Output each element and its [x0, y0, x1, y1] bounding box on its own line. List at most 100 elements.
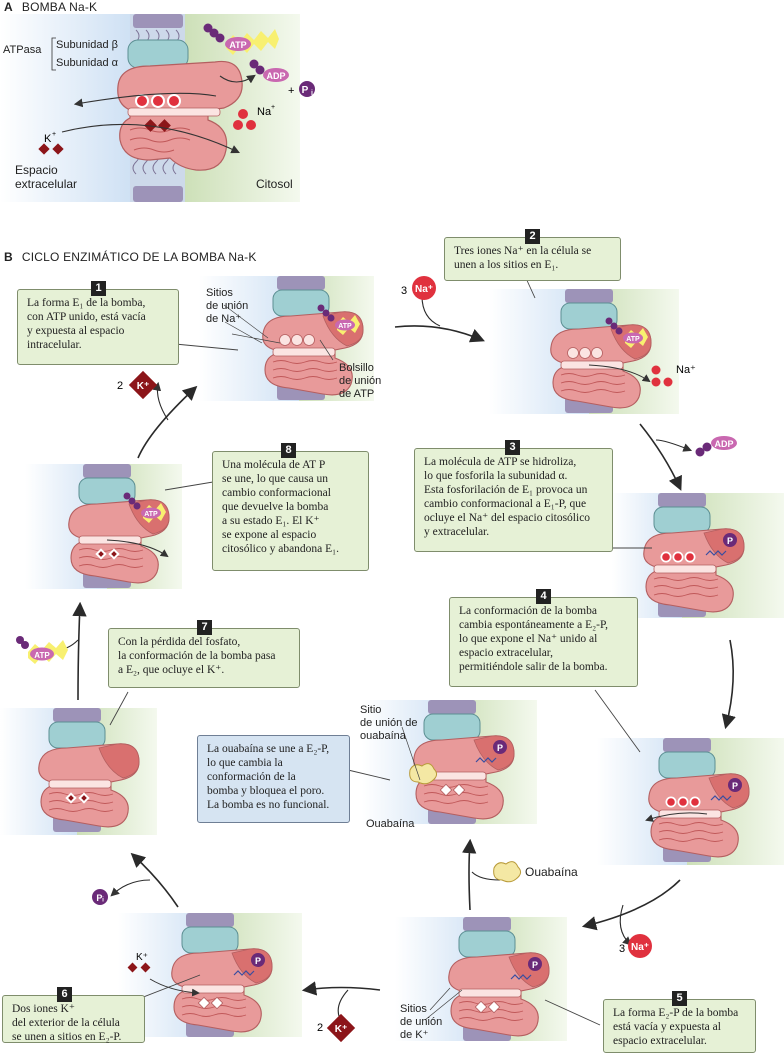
svg-text:Na⁺: Na⁺ — [631, 942, 649, 953]
k-ion-in — [326, 1013, 356, 1043]
panel-a: ATP ADP + P i Na + K + — [0, 14, 315, 202]
arrow-8-to-1 — [137, 385, 198, 459]
pump-drawings: ATP ATP P P P P ATP P — [38, 276, 750, 1041]
step-7-number: 7 — [197, 620, 212, 635]
step-5-number: 5 — [672, 991, 687, 1006]
atpasa-label: ATPasa — [3, 44, 42, 56]
svg-text:P: P — [532, 960, 538, 970]
step-6-callout: Dos iones K⁺ del exterior de la célula s… — [2, 995, 145, 1043]
na-ion-in — [412, 276, 436, 300]
arrow-3-to-4 — [721, 639, 736, 730]
subunit-alpha-label: Subunidad α — [56, 57, 119, 69]
section-b-title-text: CICLO ENZIMÁTICO DE LA BOMBA Na-K — [21, 250, 257, 264]
pump-step-7 — [38, 708, 140, 832]
svg-text:P: P — [727, 536, 733, 546]
step-8-number: 8 — [281, 443, 296, 458]
svg-text:P: P — [255, 956, 261, 966]
step-6-number: 6 — [57, 987, 72, 1002]
na-ions-a — [233, 109, 256, 130]
ouabain-free-label: Ouabaína — [525, 865, 578, 879]
cytosol-label: Citosol — [256, 177, 293, 191]
adp-release-arrow — [655, 439, 693, 452]
pump-step-3: P — [643, 493, 745, 617]
section-b-letter: B — [4, 250, 13, 264]
step-8-callout: Una molécula de AT P se une, lo que caus… — [212, 451, 369, 571]
svg-text:i: i — [311, 90, 313, 97]
arrow-2-to-3 — [639, 423, 682, 491]
svg-text:Na: Na — [257, 106, 272, 118]
na-release-arrow — [619, 904, 632, 946]
step-4-callout: La conformación de la bomba cambia espon… — [449, 597, 638, 687]
step-1-callout: La forma E₁ de la bomba, con ATP unido, … — [17, 289, 179, 365]
k-sites-label: Sitios de unión de K⁺ — [400, 1003, 443, 1041]
step-2-callout: Tres iones Na⁺ en la célula se unen a lo… — [444, 237, 621, 281]
pump-step-2: ATP — [550, 289, 652, 413]
svg-text:+: + — [52, 131, 56, 138]
svg-text:K⁺: K⁺ — [335, 1024, 348, 1035]
step-3-number: 3 — [505, 440, 520, 455]
step-7-callout: Con la pérdida del fosfato, la conformac… — [108, 628, 300, 688]
k-ions-step6 — [127, 962, 151, 973]
arrow-1-to-2 — [394, 325, 485, 343]
arrow-5-to-ouabain — [462, 838, 477, 911]
na-ion-out — [628, 934, 652, 958]
svg-text:P: P — [302, 85, 309, 96]
svg-text:P: P — [732, 781, 738, 791]
svg-text:ATP: ATP — [626, 336, 640, 343]
svg-text:ATP: ATP — [229, 40, 246, 50]
count-na-out: 3 — [619, 943, 625, 955]
svg-text:ADP: ADP — [266, 71, 285, 81]
arrow-5-to-6 — [301, 981, 381, 996]
pump-ouabain: P — [409, 700, 515, 824]
step-2-number: 2 — [525, 229, 540, 244]
atp-pocket-label: Bolsillo de unión de ATP — [339, 362, 382, 400]
pi-release-arrow — [110, 879, 151, 897]
cycle-arrows — [55, 295, 736, 1027]
na-ions-step2 — [651, 365, 673, 387]
svg-text:K: K — [44, 133, 52, 145]
svg-text:+: + — [288, 85, 294, 97]
svg-text:Pᵢ: Pᵢ — [96, 893, 104, 903]
pump-step-5: P — [448, 917, 550, 1041]
subunit-beta-label: Subunidad β — [56, 39, 118, 51]
ouabain-site-label: Sitio de unión de ouabaína — [360, 704, 418, 742]
arrow-6-to-7 — [130, 852, 179, 908]
adp-pi-a: ADP + P i — [249, 59, 315, 97]
k-entry-arrow — [61, 123, 240, 154]
k-ions-a — [38, 143, 64, 155]
arrow-7-to-8 — [72, 601, 87, 701]
na-sites-label: Sitios de unión de Na⁺ — [206, 287, 249, 325]
section-a-letter: A — [4, 0, 13, 14]
count-na-in: 3 — [401, 285, 407, 297]
count-k-in: 2 — [317, 1022, 323, 1034]
atp-hydrolysis-arrow — [219, 74, 256, 84]
svg-text:K⁺: K⁺ — [137, 381, 150, 392]
ouabain-bound-label: Ouabaína — [366, 818, 415, 830]
step-5-callout: La forma E₂-P de la bomba está vacía y e… — [603, 999, 756, 1053]
pump-step-4: P — [645, 738, 750, 862]
count-k-out: 2 — [117, 380, 123, 392]
pi-released: Pᵢ — [92, 889, 108, 905]
step-3-callout: La molécula de ATP se hidroliza, lo que … — [414, 448, 613, 552]
arrow-4-to-5 — [581, 879, 681, 931]
svg-text:ATP: ATP — [34, 651, 50, 660]
svg-text:ATP: ATP — [144, 511, 158, 518]
svg-text:ATP: ATP — [338, 323, 352, 330]
svg-text:ADP: ADP — [714, 439, 733, 449]
pump-step-8: ATP — [68, 464, 170, 588]
pump-step-6: P — [149, 913, 273, 1037]
ouabain-callout: La ouabaína se une a E₂-P, lo que cambia… — [197, 735, 350, 823]
section-b-title: B CICLO ENZIMÁTICO DE LA BOMBA Na-K — [4, 250, 257, 264]
svg-text:+: + — [271, 104, 275, 111]
k-release-arrow — [152, 381, 169, 421]
ouabain-join-arrow — [471, 871, 501, 881]
svg-text:Na⁺: Na⁺ — [415, 284, 433, 295]
step-4-number: 4 — [536, 589, 551, 604]
na-label-step2: Na⁺ — [676, 364, 696, 376]
na-exit-arrow — [73, 92, 217, 108]
atp-molecule-a: ATP — [203, 23, 279, 55]
extracellular-bg-a — [0, 14, 130, 202]
atp-free: ATP — [16, 636, 68, 664]
